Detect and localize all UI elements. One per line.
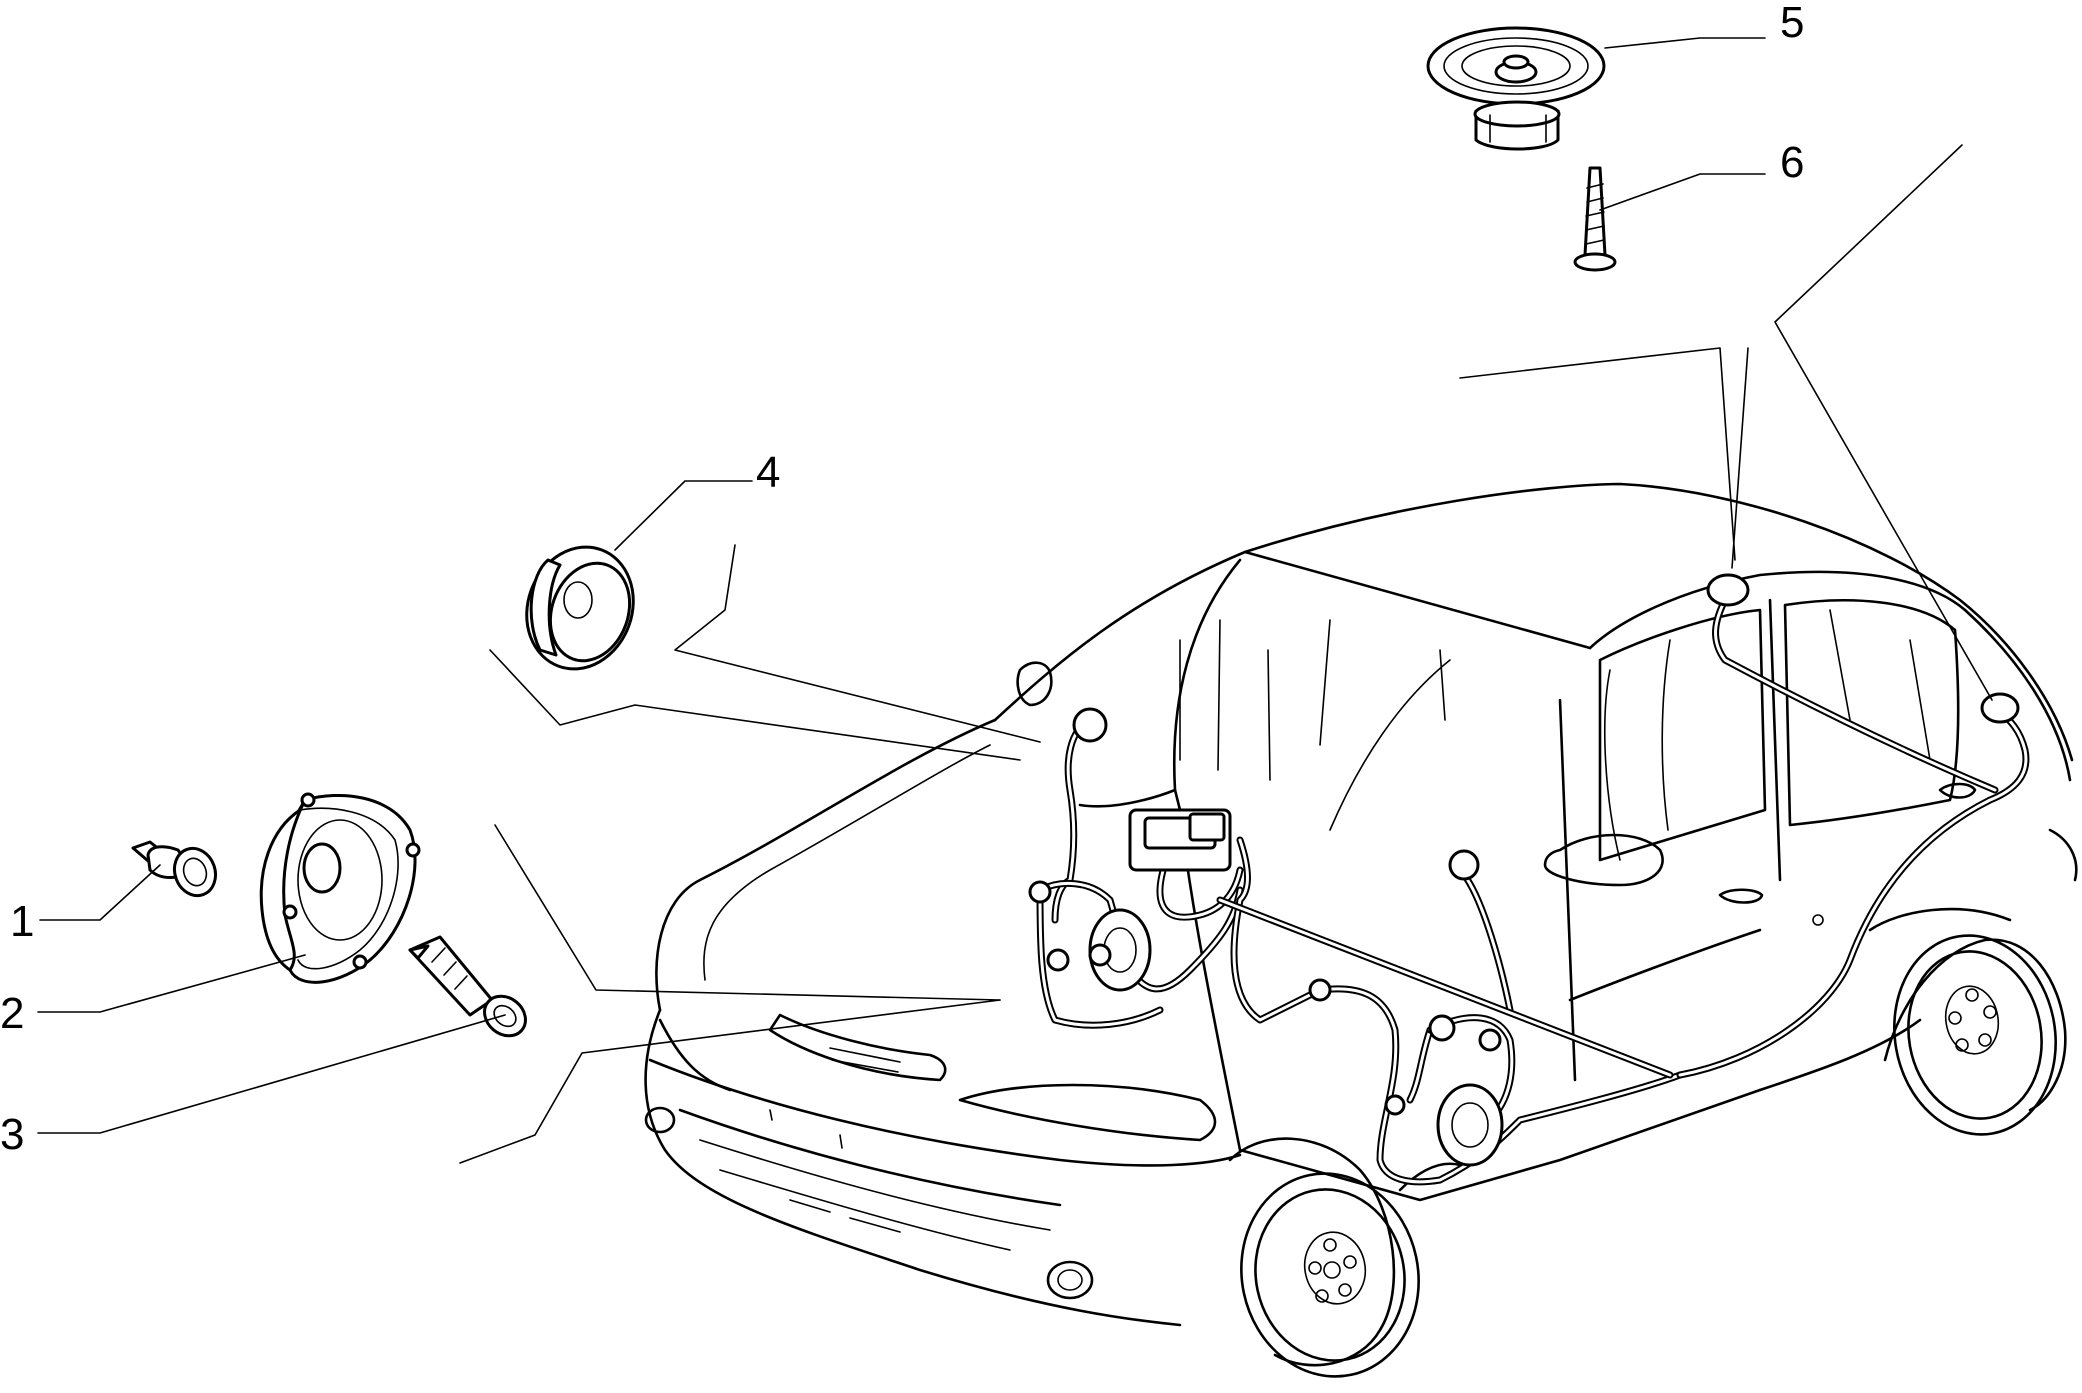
callout-leaders — [37, 37, 1993, 1164]
callout-number-3: 3 — [0, 1110, 24, 1159]
car-body — [644, 482, 2078, 1378]
screw-part-6 — [1573, 166, 1617, 272]
rear-speaker-part — [1426, 26, 1606, 151]
wiring-harness — [1028, 573, 2030, 1186]
rear-wheel — [1883, 934, 2067, 1136]
tweeter-part — [525, 545, 635, 671]
callout-number-5: 5 — [1780, 0, 1804, 47]
screw-part-3 — [408, 935, 527, 1038]
callout-number-2: 2 — [0, 989, 24, 1038]
callout-number-1: 1 — [10, 897, 34, 946]
callout-labels: 1 2 3 4 5 6 — [0, 0, 1804, 1159]
callout-number-6: 6 — [1780, 138, 1804, 187]
clip-part — [131, 840, 218, 898]
callout-number-4: 4 — [756, 448, 780, 497]
front-door-speaker-part — [259, 792, 421, 984]
front-wheel — [1228, 1137, 1420, 1378]
